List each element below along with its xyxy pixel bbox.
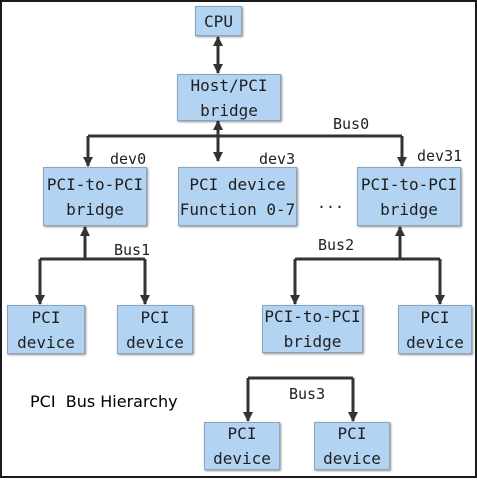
bridge-dev31-line1: PCI-to-PCI [360, 174, 458, 194]
bus2-label: Bus2 [318, 236, 355, 254]
bridge-dev0-line2: bridge [66, 199, 124, 219]
bus2-device-line1: PCI [420, 307, 450, 327]
bus1-pci-device-a-node: PCI device [7, 305, 85, 354]
diagram-caption: PCI Bus Hierarchy [30, 392, 178, 411]
device-dev3-line2: Function 0-7 [179, 199, 296, 219]
bus3-pci-device-a-node: PCI device [204, 422, 280, 470]
bus0-label: Bus0 [333, 115, 370, 133]
bus3-device-a-line2: device [213, 449, 271, 468]
bus3-device-a-line1: PCI [227, 424, 257, 443]
pci-to-pci-bridge-dev0-node: PCI-to-PCI bridge [43, 167, 147, 226]
bridge-bus2-line2: bridge [283, 332, 342, 351]
bus3-device-b-line2: device [323, 449, 381, 468]
ellipsis-label: ... [317, 194, 345, 212]
bridge-bus2-line1: PCI-to-PCI [264, 307, 361, 326]
bridge-dev0-line1: PCI-to-PCI [46, 174, 144, 194]
bus1-pci-device-b-node: PCI device [117, 305, 193, 354]
bus2-pci-device-node: PCI device [398, 305, 472, 354]
bus1-device-b-line1: PCI [140, 307, 170, 327]
host-bridge-line1: Host/PCI [190, 75, 268, 95]
pci-device-dev3-node: PCI device Function 0-7 [178, 167, 297, 226]
cpu-label: CPU [204, 11, 233, 31]
bus1-label: Bus1 [114, 241, 151, 259]
bus3-pci-device-b-node: PCI device [314, 422, 390, 470]
bus1-device-a-line2: device [17, 332, 75, 352]
bus3-label: Bus3 [289, 385, 326, 403]
device-dev3-line1: PCI device [189, 174, 286, 194]
bridge-dev31-line2: bridge [380, 199, 438, 219]
bus1-device-b-line2: device [126, 332, 184, 352]
host-bridge-line2: bridge [200, 100, 258, 120]
bus2-pci-to-pci-bridge-node: PCI-to-PCI bridge [262, 305, 363, 353]
dev0-label: dev0 [110, 150, 147, 168]
bus2-device-line2: device [406, 332, 464, 352]
bus1-device-a-line1: PCI [31, 307, 61, 327]
dev31-label: dev31 [417, 147, 463, 165]
bus3-device-b-line1: PCI [337, 424, 367, 443]
pci-to-pci-bridge-dev31-node: PCI-to-PCI bridge [357, 167, 461, 226]
host-pci-bridge-node: Host/PCI bridge [177, 74, 281, 121]
cpu-node: CPU [195, 6, 242, 36]
dev3-label: dev3 [259, 150, 296, 168]
